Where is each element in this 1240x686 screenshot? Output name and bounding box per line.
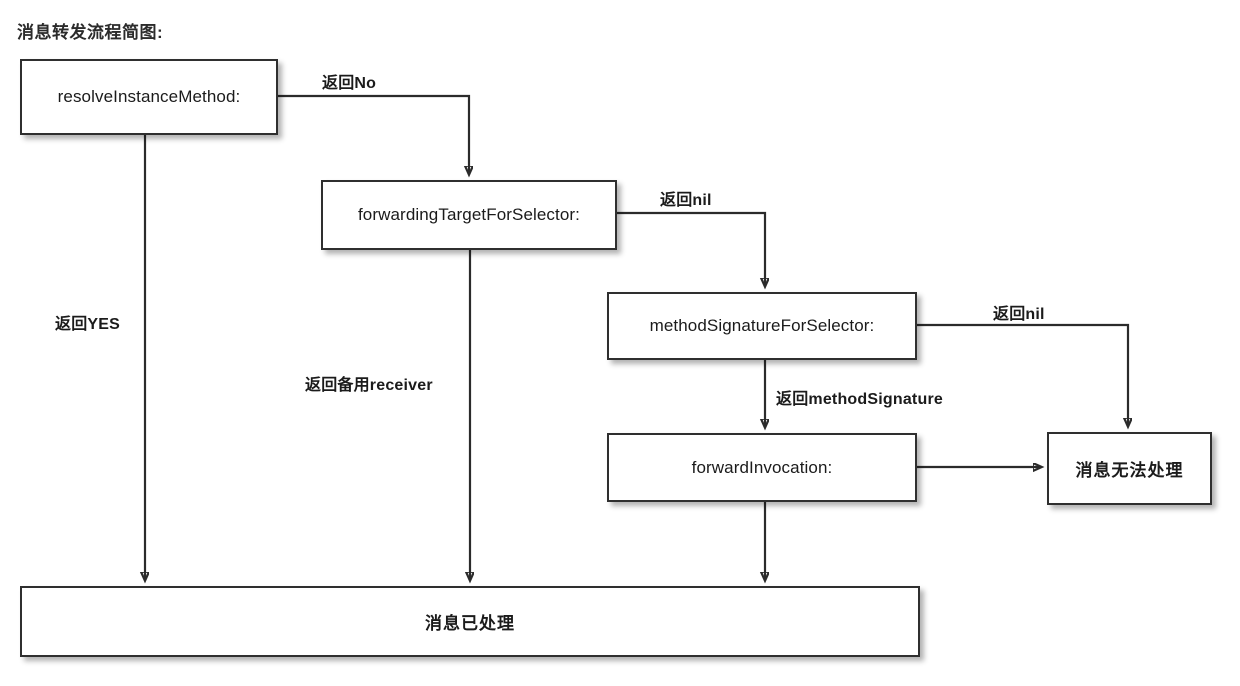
node-label: 消息无法处理 xyxy=(1075,461,1184,480)
edge-label-return-nil-signature: 返回nil xyxy=(993,306,1045,323)
node-method-signature-for-selector[interactable]: methodSignatureForSelector: xyxy=(607,292,917,360)
edge-forwardingTarget-to-methodSignature xyxy=(617,211,765,286)
node-message-handled[interactable]: 消息已处理 xyxy=(20,586,920,657)
node-resolve-instance-method[interactable]: resolveInstanceMethod: xyxy=(20,59,278,135)
edge-label-return-backup-receiver: 返回备用receiver xyxy=(305,377,433,394)
edge-label-return-yes: 返回YES xyxy=(55,316,121,333)
node-forwarding-target-for-selector[interactable]: forwardingTargetForSelector: xyxy=(321,180,617,250)
edge-label-return-no: 返回No xyxy=(322,75,377,92)
node-message-unhandled[interactable]: 消息无法处理 xyxy=(1047,432,1212,505)
node-label: resolveInstanceMethod: xyxy=(57,87,241,106)
edge-methodSignature-to-unhandled xyxy=(917,323,1128,426)
edge-label-return-nil-forwarding: 返回nil xyxy=(660,192,712,209)
node-forward-invocation[interactable]: forwardInvocation: xyxy=(607,433,917,502)
edge-label-return-method-signature: 返回methodSignature xyxy=(776,391,943,408)
node-label: forwardInvocation: xyxy=(691,457,833,477)
node-label: forwardingTargetForSelector: xyxy=(357,205,580,224)
node-label: 消息已处理 xyxy=(425,614,515,633)
node-label: methodSignatureForSelector: xyxy=(649,316,875,335)
page-title: 消息转发流程简图: xyxy=(17,23,164,42)
edge-resolve-to-forwardingTarget xyxy=(278,94,469,174)
